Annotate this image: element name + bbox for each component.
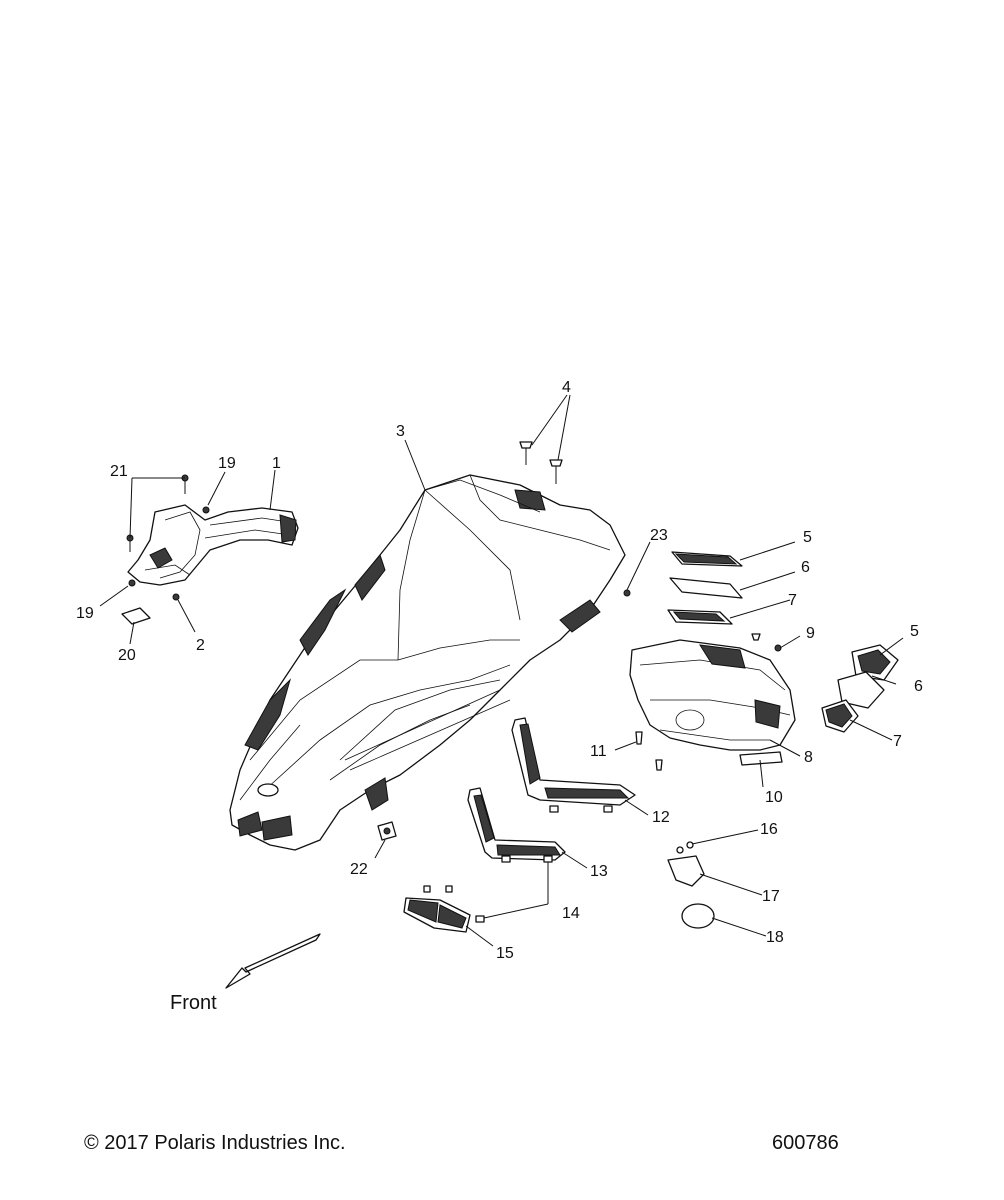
ring-18	[681, 903, 715, 929]
callout-14: 14	[562, 905, 580, 922]
clips-14	[423, 805, 613, 923]
nut-19-upper	[202, 506, 210, 514]
callout-18: 18	[766, 929, 784, 946]
callout-6-right: 6	[914, 678, 923, 695]
callout-1: 1	[272, 455, 281, 472]
nut-19-lower	[128, 579, 136, 587]
screw-11a	[635, 731, 643, 745]
grille-12	[511, 717, 636, 806]
callout-21: 21	[110, 463, 128, 480]
callout-19-upper: 19	[218, 455, 236, 472]
callout-17: 17	[762, 888, 780, 905]
drawing-number: 600786	[772, 1132, 839, 1154]
callouts: 1 2 3 4 5 5 6 6 7 7 8 9 10 11 12 13 14 1…	[76, 379, 923, 962]
callout-5-right: 5	[910, 623, 919, 640]
callout-8: 8	[804, 749, 813, 766]
nut-16b	[686, 841, 694, 849]
front-label: Front	[170, 992, 217, 1014]
vent-assembly-right	[821, 644, 899, 733]
airbox	[629, 639, 796, 751]
callout-3: 3	[396, 423, 405, 440]
callout-4: 4	[562, 379, 571, 396]
callout-11: 11	[590, 743, 607, 760]
front-arrow-icon	[225, 933, 321, 989]
leader-lines	[99, 394, 904, 947]
grille-13	[467, 787, 566, 861]
screw-11b	[655, 759, 663, 771]
callout-5-upper: 5	[803, 529, 812, 546]
callout-23: 23	[650, 527, 668, 544]
hood	[229, 474, 626, 851]
screw-9	[751, 633, 761, 641]
grommet-9	[774, 644, 782, 652]
callout-7-right: 7	[893, 733, 902, 750]
callout-16: 16	[760, 821, 778, 838]
callout-6-upper: 6	[801, 559, 810, 576]
callout-12: 12	[652, 809, 670, 826]
callout-7-upper: 7	[788, 592, 797, 609]
screw-4	[519, 441, 563, 484]
callout-19-lower: 19	[76, 605, 94, 622]
decal-20	[121, 607, 151, 625]
callout-13: 13	[590, 863, 608, 880]
nut-16a	[676, 846, 684, 854]
callout-10: 10	[765, 789, 783, 806]
callout-9: 9	[806, 625, 815, 642]
vent-assembly-upper	[667, 551, 743, 625]
callout-22: 22	[350, 861, 368, 878]
copyright-notice: © 2017 Polaris Industries Inc.	[84, 1132, 346, 1154]
foam-strip-10	[739, 751, 783, 766]
fastener-23	[623, 589, 631, 597]
callout-2: 2	[196, 637, 205, 654]
nut-2	[172, 593, 180, 601]
air-intake-duct	[127, 504, 299, 586]
bracket-17	[667, 855, 705, 887]
callout-15: 15	[496, 945, 514, 962]
callout-20: 20	[118, 647, 136, 664]
grille-15	[403, 897, 471, 933]
